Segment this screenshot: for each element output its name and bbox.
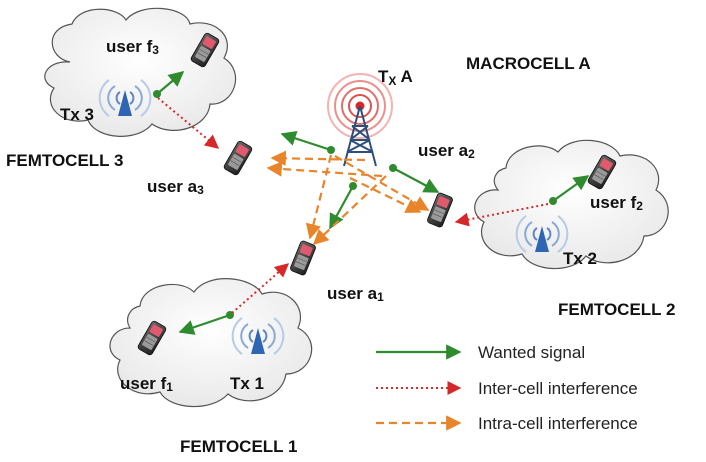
femtocell-3-cloud	[44, 7, 237, 137]
user-a3-label: user a3	[147, 177, 204, 197]
femtocell-1-label: FEMTOCELL 1	[180, 437, 297, 456]
legend: Wanted signal Inter-cell interference In…	[376, 343, 638, 433]
femto-tx-3-label: Tx 3	[60, 105, 94, 124]
macrocell-label: MACROCELL A	[466, 54, 591, 73]
legend-intra-label: Intra-cell interference	[478, 414, 638, 433]
user-a1-label: user a1	[327, 284, 384, 304]
femtocell-1-cloud	[109, 278, 313, 408]
femto-tx-1-label: Tx 1	[230, 374, 264, 393]
wanted-signal-links	[156, 71, 590, 335]
legend-inter-label: Inter-cell interference	[478, 379, 638, 398]
femtocell-2-label: FEMTOCELL 2	[558, 300, 675, 319]
user-f1-label: user f1	[120, 374, 173, 394]
macro-tower-icon	[327, 73, 393, 167]
phone-user-a1-icon	[289, 239, 317, 277]
legend-wanted-label: Wanted signal	[478, 343, 585, 362]
user-a2-label: user a2	[418, 141, 475, 161]
femto-tx-2-label: Tx 2	[563, 249, 597, 268]
macro-tx-label: TX A	[378, 67, 413, 88]
inter-cell-interference-links	[157, 97, 549, 314]
phone-user-a3-icon	[222, 139, 254, 177]
user-f3-label: user f3	[106, 37, 159, 57]
femtocell-3-label: FEMTOCELL 3	[6, 151, 123, 170]
user-f2-label: user f2	[590, 193, 643, 213]
femtocell-2-cloud	[474, 139, 669, 270]
phone-user-a2-icon	[426, 191, 454, 229]
intra-cell-interference-links	[266, 150, 430, 246]
